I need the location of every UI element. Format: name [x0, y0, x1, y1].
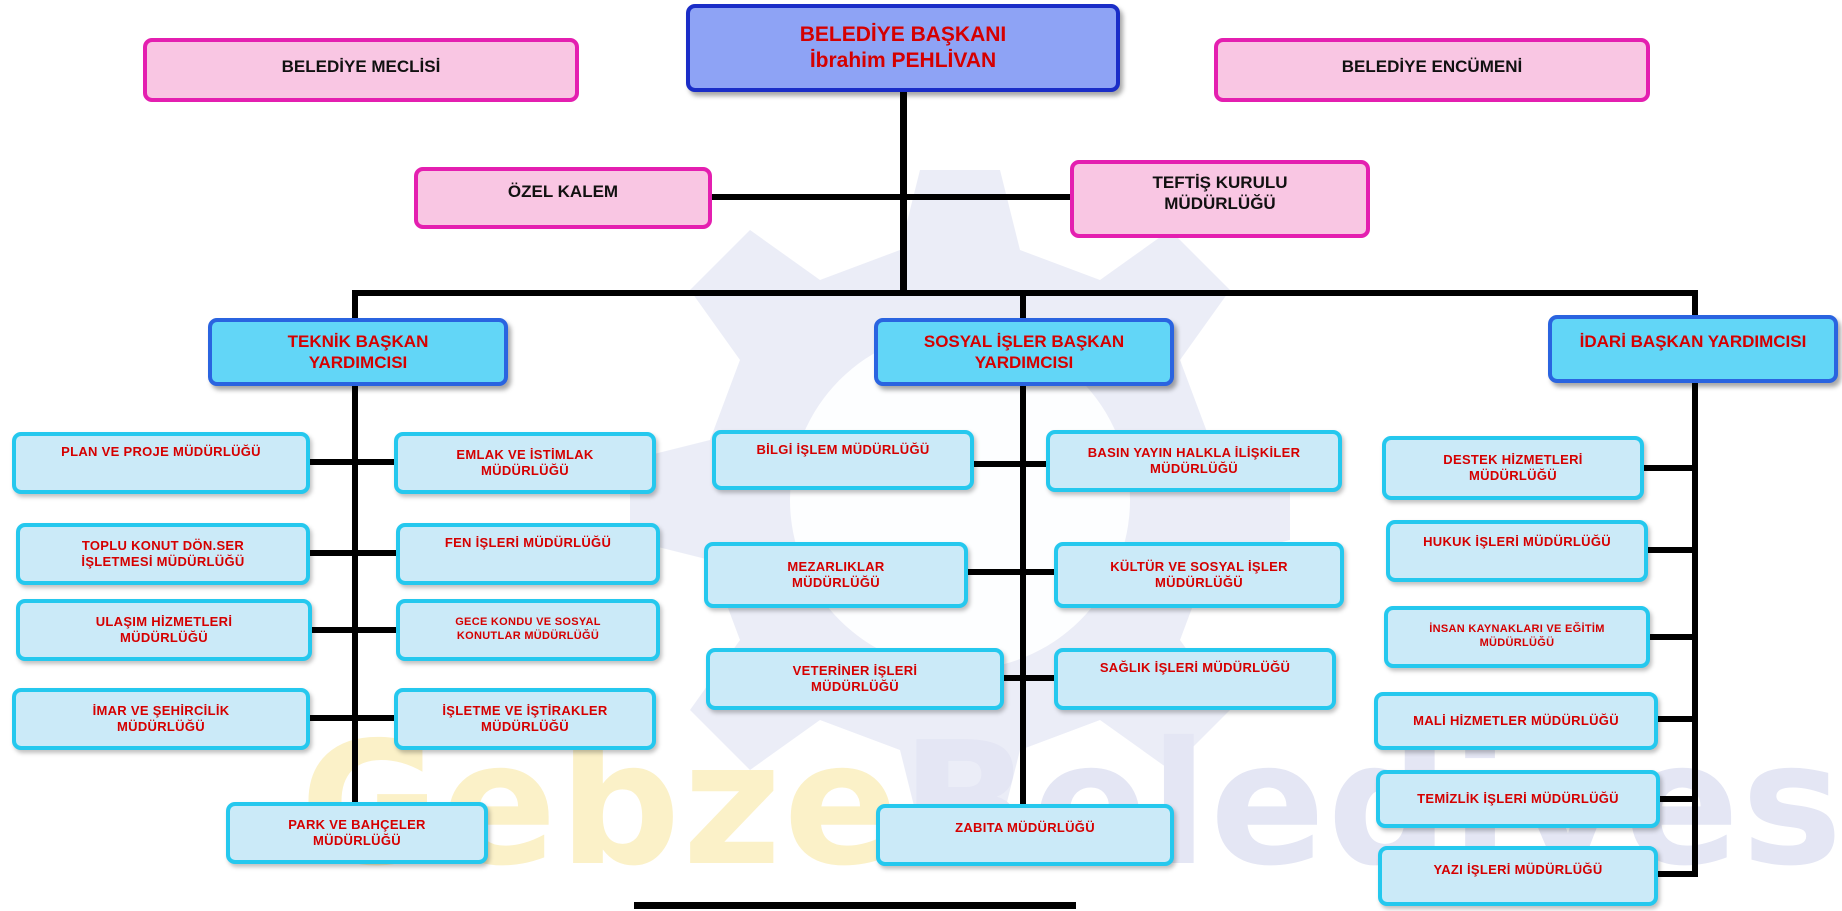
technical-unit-gece-kondu[interactable]: GECE KONDU VE SOSYAL KONUTLAR MÜDÜRLÜĞÜ	[396, 599, 660, 661]
admin-deputy-label: İDARİ BAŞKAN YARDIMCISI	[1579, 332, 1807, 351]
unit-label: ZABITA MÜDÜRLÜĞÜ	[955, 820, 1095, 835]
social-unit-basin-yayin[interactable]: BASIN YAYIN HALKLA İLİŞKİLER MÜDÜRLÜĞÜ	[1046, 430, 1342, 492]
committee-box[interactable]: BELEDİYE ENCÜMENİ	[1214, 38, 1650, 102]
unit-label: İMAR VE ŞEHİRCİLİK MÜDÜRLÜĞÜ	[92, 702, 230, 734]
social-unit-bilgi-islem[interactable]: BİLGİ İŞLEM MÜDÜRLÜĞÜ	[712, 430, 974, 490]
mayor-title: BELEDİYE BAŞKANI	[799, 22, 1007, 46]
technical-deputy-label: TEKNİK BAŞKAN YARDIMCISI	[287, 331, 429, 372]
connector-tech-row4	[310, 715, 398, 721]
social-unit-zabita[interactable]: ZABITA MÜDÜRLÜĞÜ	[876, 804, 1174, 866]
technical-unit-plan[interactable]: PLAN VE PROJE MÜDÜRLÜĞÜ	[12, 432, 310, 494]
inspection-box[interactable]: TEFTİŞ KURULU MÜDÜRLÜĞÜ	[1070, 160, 1370, 238]
connector-tech-row1	[310, 459, 398, 465]
unit-label: DESTEK HİZMETLERİ MÜDÜRLÜĞÜ	[1443, 451, 1583, 483]
private-office-box[interactable]: ÖZEL KALEM	[414, 167, 712, 229]
connector-adm-row4	[1658, 716, 1698, 722]
connector-left-drop	[352, 290, 358, 320]
unit-label: KÜLTÜR VE SOSYAL İŞLER MÜDÜRLÜĞÜ	[1110, 558, 1288, 590]
unit-label: İŞLETME VE İŞTİRAKLER MÜDÜRLÜĞÜ	[442, 702, 608, 734]
connector-mayor-trunk	[900, 92, 907, 292]
admin-unit-hukuk[interactable]: HUKUK İŞLERİ MÜDÜRLÜĞÜ	[1386, 520, 1648, 582]
social-unit-mezarliklar[interactable]: MEZARLIKLAR MÜDÜRLÜĞÜ	[704, 542, 968, 608]
connector-right-drop	[1692, 290, 1698, 318]
unit-label: HUKUK İŞLERİ MÜDÜRLÜĞÜ	[1423, 534, 1611, 549]
unit-label: TEMİZLİK İŞLERİ MÜDÜRLÜĞÜ	[1417, 790, 1619, 806]
council-box[interactable]: BELEDİYE MECLİSİ	[143, 38, 579, 102]
unit-label: PARK VE BAHÇELER MÜDÜRLÜĞÜ	[288, 816, 426, 848]
social-unit-saglik[interactable]: SAĞLIK İŞLERİ MÜDÜRLÜĞÜ	[1054, 648, 1336, 710]
connector-kalem-teftis	[712, 194, 1074, 200]
connector-soc-row2	[966, 569, 1056, 575]
mayor-box[interactable]: BELEDİYE BAŞKANI İbrahim PEHLİVAN	[686, 4, 1120, 92]
connector-adm-row3	[1650, 634, 1698, 640]
unit-label: VETERİNER İŞLERİ MÜDÜRLÜĞÜ	[792, 662, 918, 694]
technical-unit-isletme[interactable]: İŞLETME VE İŞTİRAKLER MÜDÜRLÜĞÜ	[394, 688, 656, 750]
social-unit-kultur[interactable]: KÜLTÜR VE SOSYAL İŞLER MÜDÜRLÜĞÜ	[1054, 542, 1344, 608]
social-unit-veteriner[interactable]: VETERİNER İŞLERİ MÜDÜRLÜĞÜ	[706, 648, 1004, 710]
admin-unit-destek[interactable]: DESTEK HİZMETLERİ MÜDÜRLÜĞÜ	[1382, 436, 1644, 500]
unit-label: SAĞLIK İŞLERİ MÜDÜRLÜĞÜ	[1099, 660, 1291, 675]
technical-unit-park[interactable]: PARK VE BAHÇELER MÜDÜRLÜĞÜ	[226, 802, 488, 864]
unit-label: BASIN YAYIN HALKLA İLİŞKİLER MÜDÜRLÜĞÜ	[1087, 444, 1301, 476]
committee-label: BELEDİYE ENCÜMENİ	[1341, 57, 1523, 76]
connector-mid-drop	[1020, 290, 1026, 320]
admin-unit-yazi-isleri[interactable]: YAZI İŞLERİ MÜDÜRLÜĞÜ	[1378, 846, 1658, 906]
connector-adm-row2	[1644, 547, 1698, 553]
unit-label: FEN İŞLERİ MÜDÜRLÜĞÜ	[444, 535, 612, 550]
admin-unit-temizlik[interactable]: TEMİZLİK İŞLERİ MÜDÜRLÜĞÜ	[1376, 770, 1660, 828]
connector-soc-row1	[974, 461, 1048, 467]
mayor-name: İbrahim PEHLİVAN	[809, 49, 997, 72]
technical-deputy-box[interactable]: TEKNİK BAŞKAN YARDIMCISI	[208, 318, 508, 386]
unit-label: YAZI İŞLERİ MÜDÜRLÜĞÜ	[1433, 862, 1603, 877]
unit-label: İNSAN KAYNAKLARI VE EĞİTİM MÜDÜRLÜĞÜ	[1429, 623, 1605, 649]
connector-social-spine	[1020, 385, 1026, 805]
technical-unit-emlak[interactable]: EMLAK VE İSTİMLAK MÜDÜRLÜĞÜ	[394, 432, 656, 494]
social-deputy-label: SOSYAL İŞLER BAŞKAN YARDIMCISI	[923, 331, 1125, 372]
unit-label: EMLAK VE İSTİMLAK MÜDÜRLÜĞÜ	[456, 446, 594, 478]
unit-label: MEZARLIKLAR MÜDÜRLÜĞÜ	[787, 558, 885, 590]
technical-unit-imar[interactable]: İMAR VE ŞEHİRCİLİK MÜDÜRLÜĞÜ	[12, 688, 310, 750]
unit-label: GECE KONDU VE SOSYAL KONUTLAR MÜDÜRLÜĞÜ	[455, 616, 601, 642]
connector-technical-spine	[352, 385, 358, 821]
connector-adm-row1	[1644, 465, 1698, 471]
connector-soc-row3	[1004, 675, 1056, 681]
connector-tech-row3	[310, 627, 398, 633]
technical-unit-ulasim[interactable]: ULAŞIM HİZMETLERİ MÜDÜRLÜĞÜ	[16, 599, 312, 661]
connector-tech-row2	[310, 550, 398, 556]
council-label: BELEDİYE MECLİSİ	[281, 57, 441, 76]
connector-adm-row5	[1660, 796, 1698, 802]
technical-unit-fen[interactable]: FEN İŞLERİ MÜDÜRLÜĞÜ	[396, 523, 660, 585]
connector-adm-row6	[1658, 871, 1698, 877]
technical-unit-toplu-konut[interactable]: TOPLU KONUT DÖN.SER İŞLETMESİ MÜDÜRLÜĞÜ	[16, 523, 310, 585]
unit-label: ULAŞIM HİZMETLERİ MÜDÜRLÜĞÜ	[95, 613, 233, 645]
unit-label: BİLGİ İŞLEM MÜDÜRLÜĞÜ	[756, 442, 930, 457]
private-office-label: ÖZEL KALEM	[507, 182, 619, 201]
admin-deputy-box[interactable]: İDARİ BAŞKAN YARDIMCISI	[1548, 315, 1838, 383]
inspection-label: TEFTİŞ KURULU MÜDÜRLÜĞÜ	[1152, 173, 1288, 214]
admin-unit-mali-hizmetler[interactable]: MALİ HİZMETLER MÜDÜRLÜĞÜ	[1374, 692, 1658, 750]
admin-unit-insan-kaynaklari[interactable]: İNSAN KAYNAKLARI VE EĞİTİM MÜDÜRLÜĞÜ	[1384, 606, 1650, 668]
connector-admin-spine	[1692, 382, 1698, 877]
unit-label: MALİ HİZMETLER MÜDÜRLÜĞÜ	[1413, 712, 1619, 728]
unit-label: TOPLU KONUT DÖN.SER İŞLETMESİ MÜDÜRLÜĞÜ	[81, 537, 245, 569]
unit-label: PLAN VE PROJE MÜDÜRLÜĞÜ	[61, 444, 261, 459]
social-deputy-box[interactable]: SOSYAL İŞLER BAŞKAN YARDIMCISI	[874, 318, 1174, 386]
bottom-rule	[634, 902, 1076, 909]
